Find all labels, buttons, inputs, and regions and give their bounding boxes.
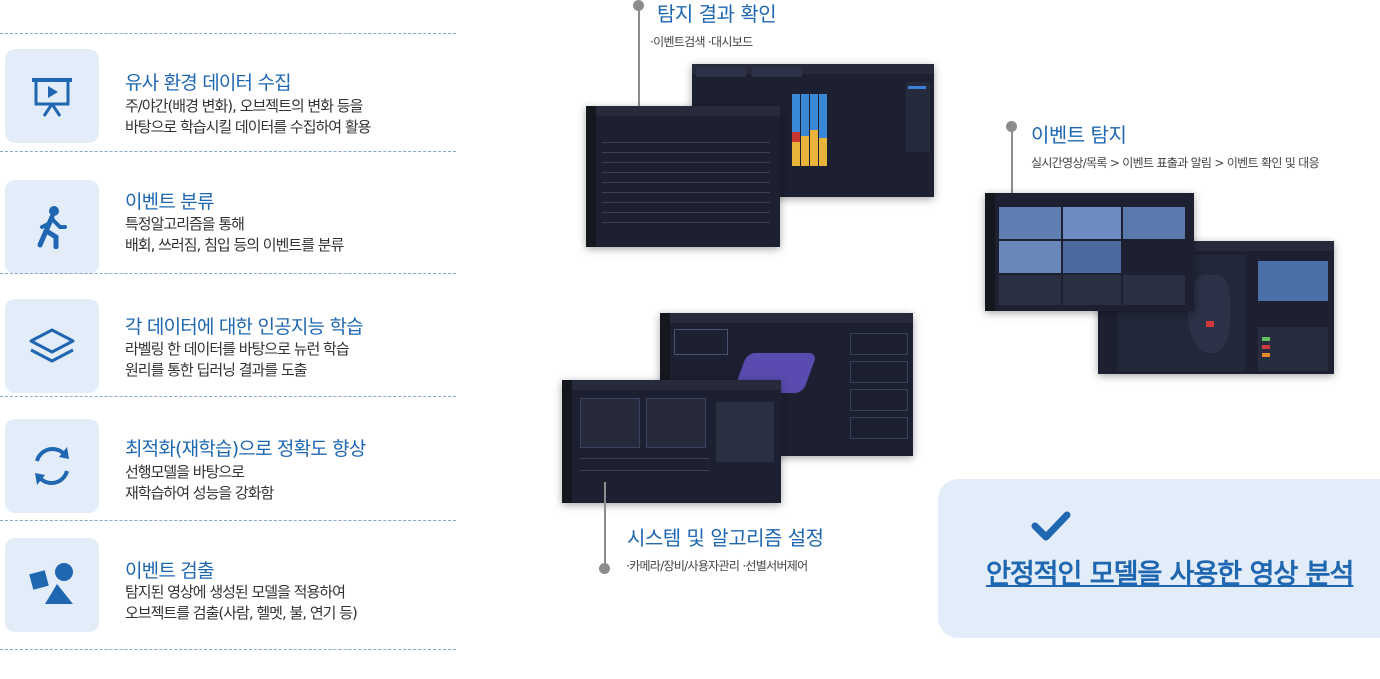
section-sub-detect: 실시간영상/목록 > 이벤트 표출과 알림 > 이벤트 확인 및 대응 — [1031, 156, 1320, 170]
feature-title: 유사 환경 데이터 수집 — [125, 72, 292, 94]
feature-desc: 주/야간(배경 변화), 오브젝트의 변화 등을 — [125, 97, 363, 115]
divider — [0, 396, 456, 397]
divider — [0, 273, 456, 274]
section-title-setup: 시스템 및 알고리즘 설정 — [627, 526, 824, 550]
feature-title: 각 데이터에 대한 인공지능 학습 — [125, 316, 364, 338]
feature-desc: 배회, 쓰러짐, 침입 등의 이벤트를 분류 — [125, 236, 344, 254]
section-sub-result: ·이벤트검색 ·대시보드 — [650, 35, 753, 49]
map-screenshot — [1098, 241, 1334, 374]
feature-desc: 재학습하여 성능을 강화함 — [125, 484, 274, 502]
feature-item-optimization: 최적화(재학습)으로 정확도 향상 선행모델을 바탕으로 재학습하여 성능을 강… — [0, 403, 456, 521]
event-search-screenshot — [586, 106, 780, 247]
feature-item-data-collection: 유사 환경 데이터 수집 주/야간(배경 변화), 오브젝트의 변화 등을 바탕… — [0, 33, 456, 152]
summary-panel — [938, 479, 1380, 638]
feature-item-event-detection: 이벤트 검출 탐지된 영상에 생성된 모델을 적용하여 오브젝트를 검출(사람,… — [0, 530, 456, 650]
live-video-screenshot — [985, 193, 1194, 311]
presentation-board-icon — [32, 78, 72, 117]
timeline-line — [604, 482, 606, 568]
chart-bar — [792, 94, 800, 166]
timeline-dot — [1006, 121, 1017, 132]
timeline-dot — [599, 563, 610, 574]
feature-item-event-classification: 이벤트 분류 특정알고리즘을 통해 배회, 쓰러짐, 침입 등의 이벤트를 분류 — [0, 156, 456, 274]
feature-desc: 바탕으로 학습시킬 데이터를 수집하여 활용 — [125, 118, 371, 136]
section-title-result: 탐지 결과 확인 — [657, 2, 777, 26]
layers-icon — [29, 328, 75, 363]
divider — [0, 33, 456, 34]
feature-icon-box — [5, 538, 99, 632]
event-list — [1258, 327, 1328, 371]
feature-desc: 원리를 통한 딥러닝 결과를 도출 — [125, 361, 307, 379]
feature-title: 이벤트 분류 — [125, 191, 214, 213]
chart-bar — [810, 94, 818, 166]
feature-desc: 라벨링 한 데이터를 바탕으로 뉴런 학습 — [125, 340, 350, 358]
divider — [0, 151, 456, 152]
feature-icon-box — [5, 49, 99, 143]
stat-card — [696, 67, 746, 77]
section-sub-setup: ·카메라/장비/사용자관리 ·선별서버제어 — [626, 559, 808, 573]
shapes-icon — [29, 563, 73, 604]
feature-icon-box — [5, 419, 99, 513]
refresh-cycle-icon — [35, 447, 69, 485]
feature-icon-box — [5, 180, 99, 274]
legend-panel — [906, 82, 930, 152]
camera-view — [1258, 261, 1328, 301]
feature-desc: 선행모델을 바탕으로 — [125, 463, 245, 481]
divider — [0, 520, 456, 521]
checkmark-icon — [1031, 511, 1071, 541]
feature-icon-box — [5, 299, 99, 393]
timeline-line — [1011, 131, 1013, 201]
feature-item-ai-learning: 각 데이터에 대한 인공지능 학습 라벨링 한 데이터를 바탕으로 뉴런 학습 … — [0, 279, 456, 397]
chart-bar — [819, 94, 827, 166]
summary-text: 안정적인 모델을 사용한 영상 분석 — [986, 559, 1354, 590]
feature-title: 이벤트 검출 — [125, 560, 214, 582]
feature-desc: 탐지된 영상에 생성된 모델을 적용하여 — [125, 583, 346, 601]
stat-card — [752, 67, 802, 77]
chart-bar — [801, 94, 809, 166]
divider — [0, 649, 456, 650]
timeline-line — [638, 8, 640, 118]
feature-desc: 특정알고리즘을 통해 — [125, 215, 245, 233]
feature-desc: 오브젝트를 검출(사람, 헬멧, 불, 연기 등) — [125, 604, 358, 622]
section-title-detect: 이벤트 탐지 — [1031, 123, 1127, 147]
walking-person-icon — [37, 206, 67, 249]
timeline-dot — [633, 0, 644, 11]
camera-settings-screenshot — [562, 380, 781, 503]
feature-title: 최적화(재학습)으로 정확도 향상 — [125, 438, 366, 460]
